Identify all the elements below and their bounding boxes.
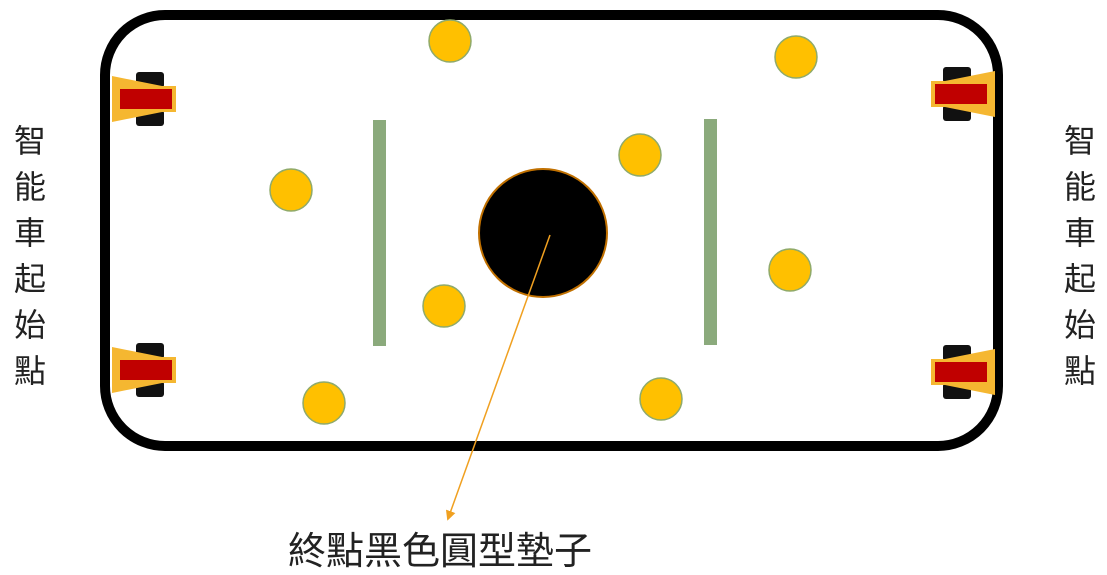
ball-icon bbox=[775, 36, 817, 78]
wall-right bbox=[704, 119, 717, 345]
ball-icon bbox=[423, 285, 465, 327]
ball-icon bbox=[769, 249, 811, 291]
target-caption: 終點黑色圓型墊子 bbox=[0, 520, 1107, 575]
car-stripe-icon bbox=[120, 360, 172, 380]
ball-icon bbox=[619, 134, 661, 176]
car-stripe-icon bbox=[120, 89, 172, 109]
ball-icon bbox=[429, 20, 471, 62]
ball-icon bbox=[303, 382, 345, 424]
wall-left bbox=[373, 120, 386, 346]
ball-icon bbox=[640, 378, 682, 420]
target-mat-icon bbox=[479, 169, 607, 297]
car-stripe-icon bbox=[935, 84, 987, 104]
car-stripe-icon bbox=[935, 362, 987, 382]
ball-icon bbox=[270, 169, 312, 211]
